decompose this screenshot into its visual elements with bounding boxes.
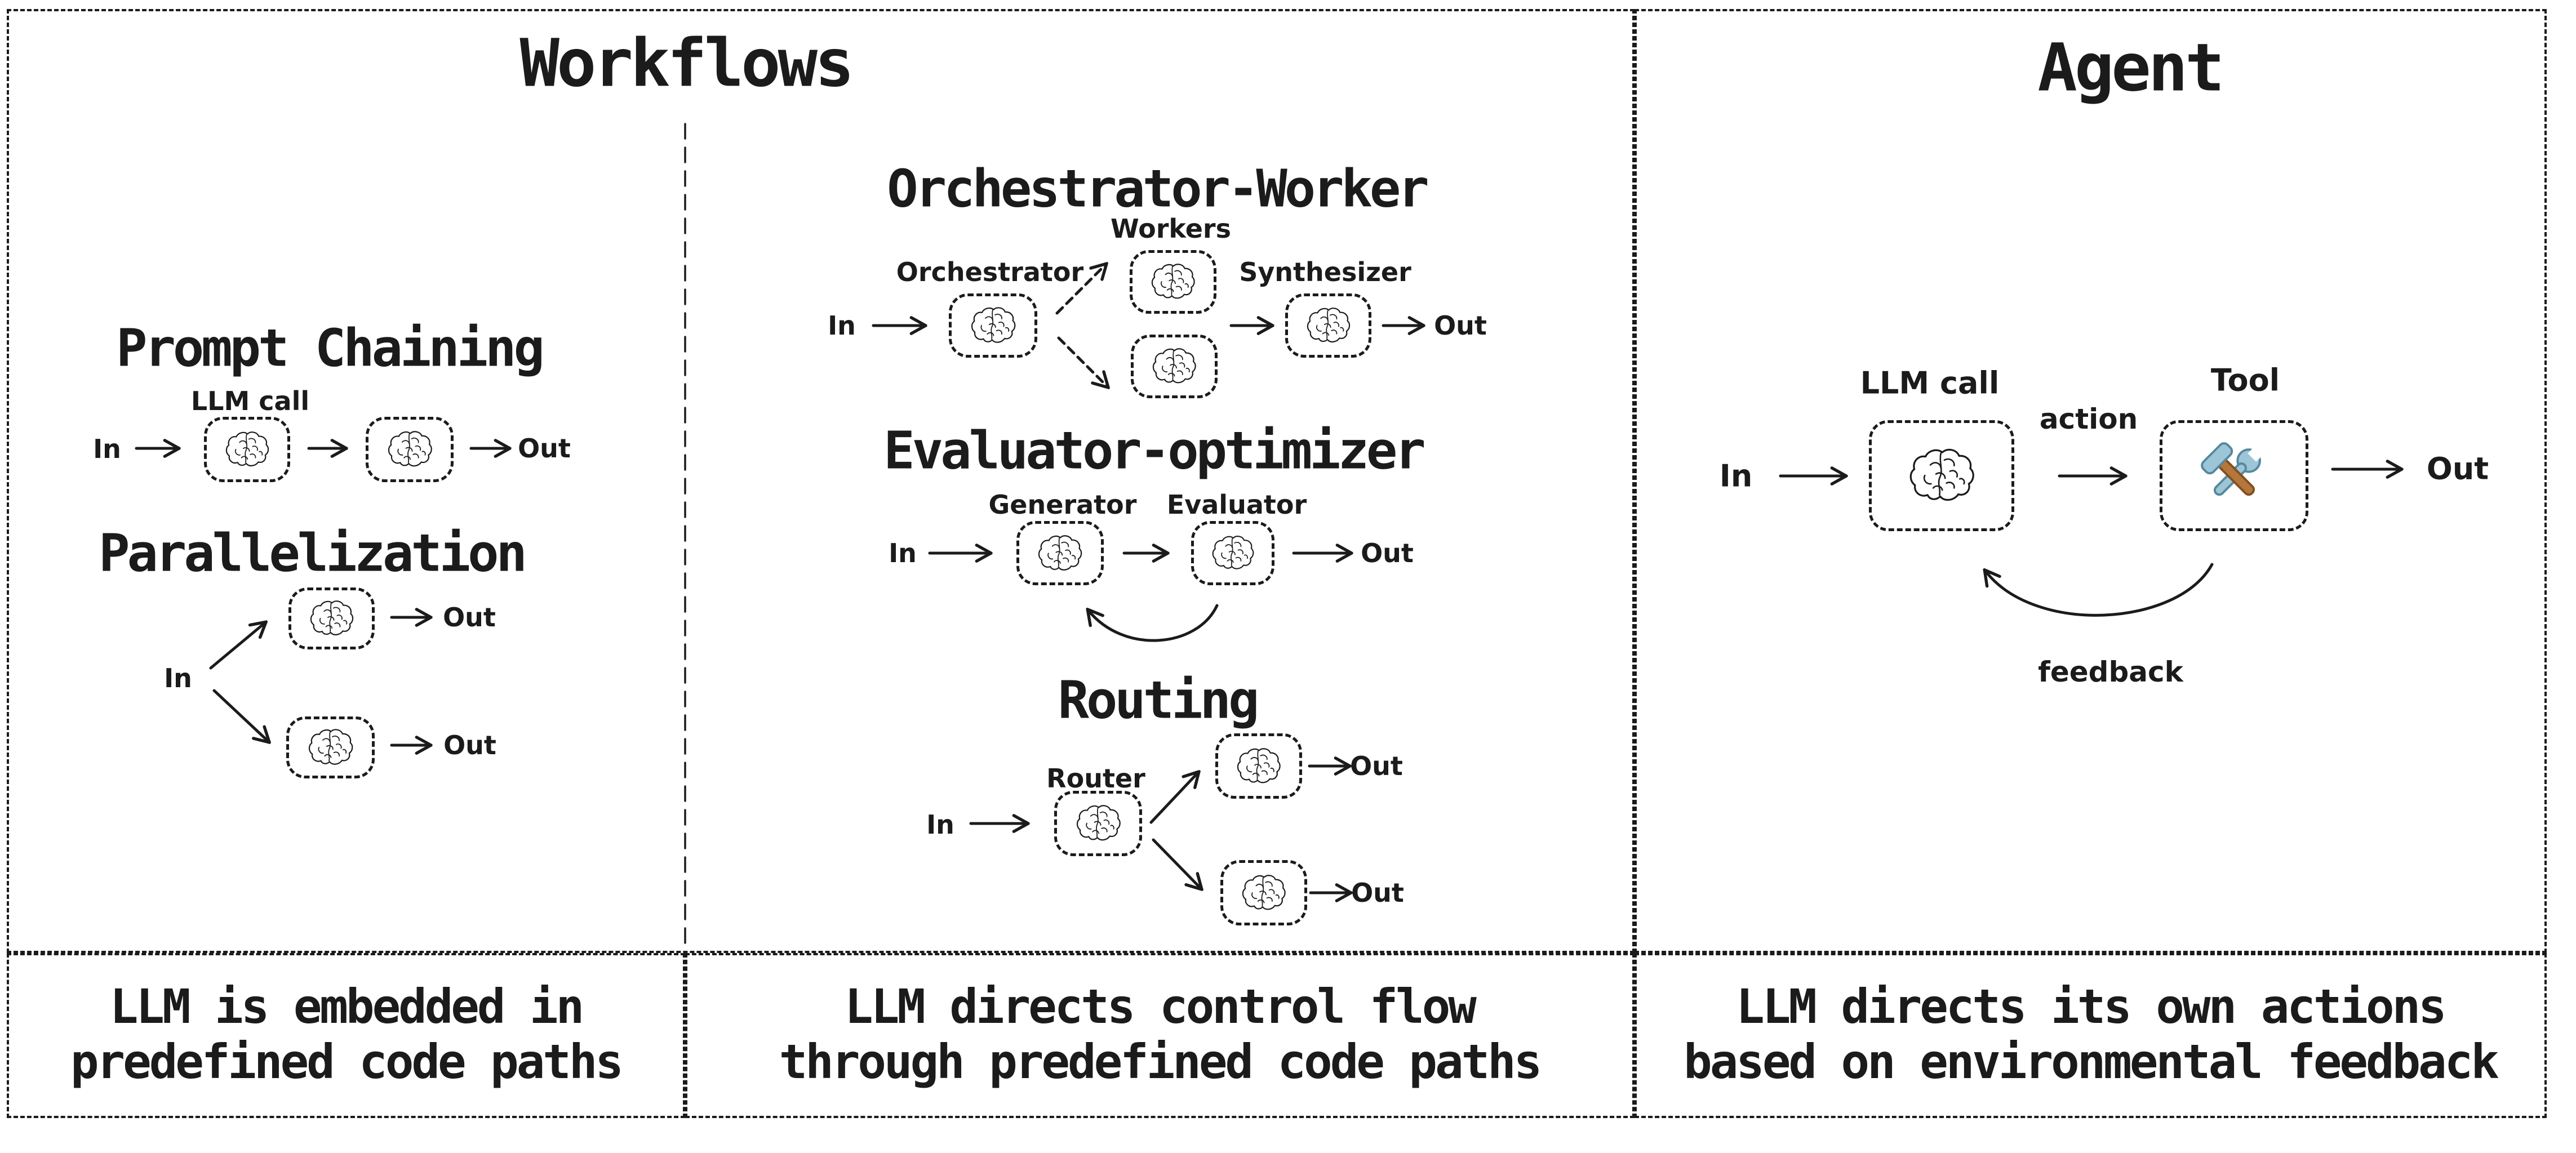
ow-out-label: Out xyxy=(1434,310,1487,341)
ow-orchestrator-label: Orchestrator xyxy=(896,257,1084,287)
par-llm-box-2 xyxy=(286,716,375,778)
caption-middle-border xyxy=(685,953,1635,1118)
par-out-label-2: Out xyxy=(443,730,496,760)
agent-in-label: In xyxy=(1719,458,1753,494)
routing-router-label: Router xyxy=(1046,763,1145,794)
caption-left-line2: predefined code paths xyxy=(70,1034,624,1089)
pc-llm-box-2 xyxy=(366,417,454,482)
agent-llm-box xyxy=(1869,420,2014,531)
brain-icon xyxy=(1149,262,1197,301)
eo-in-label: In xyxy=(889,538,917,568)
ow-synthesizer-box xyxy=(1285,293,1371,358)
pc-out-label: Out xyxy=(518,433,571,464)
agent-title: Agent xyxy=(2037,29,2224,106)
evaluator-optimizer-heading: Evaluator-optimizer xyxy=(883,420,1425,481)
hammer-and-wrench-icon xyxy=(2197,438,2271,513)
eo-generator-box xyxy=(1016,521,1104,585)
eo-generator-label: Generator xyxy=(988,489,1137,520)
routing-in-label: In xyxy=(926,809,954,840)
brain-icon xyxy=(307,727,354,768)
brain-icon xyxy=(969,305,1017,346)
caption-workflows-middle: LLM directs control flow through predefi… xyxy=(779,979,1543,1089)
brain-icon xyxy=(224,430,270,469)
par-llm-box-1 xyxy=(288,587,375,649)
parallelization-heading: Parallelization xyxy=(99,523,527,584)
ow-worker-box-1 xyxy=(1130,250,1216,314)
caption-workflows-left: LLM is embedded in predefined code paths xyxy=(70,979,624,1089)
workflows-title: Workflows xyxy=(519,24,855,102)
caption-right-border xyxy=(1635,953,2547,1118)
ow-workers-label: Workers xyxy=(1110,213,1232,244)
routing-router-box xyxy=(1054,791,1142,856)
ow-worker-box-2 xyxy=(1131,335,1218,398)
workflows-panel-border xyxy=(7,9,1635,953)
agent-tool-box xyxy=(2160,420,2308,531)
orchestrator-worker-heading: Orchestrator-Worker xyxy=(887,158,1429,219)
routing-llm-box-1 xyxy=(1215,733,1302,799)
par-in-label: In xyxy=(164,663,192,693)
caption-middle-line1: LLM directs control flow xyxy=(845,979,1477,1034)
caption-left-border xyxy=(7,953,685,1118)
par-out-label-1: Out xyxy=(443,602,496,633)
pc-in-label: In xyxy=(93,434,121,464)
brain-icon xyxy=(1907,446,1977,505)
agent-feedback-label: feedback xyxy=(2038,656,2183,688)
brain-icon xyxy=(1305,306,1352,345)
eo-evaluator-box xyxy=(1191,521,1274,585)
routing-out-label-1: Out xyxy=(1350,751,1403,781)
brain-icon xyxy=(1036,533,1083,573)
caption-agent-line2: based on environmental feedback xyxy=(1684,1034,2499,1089)
brain-icon xyxy=(1210,534,1255,572)
agent-action-label: action xyxy=(2039,403,2138,435)
routing-llm-box-2 xyxy=(1220,860,1307,925)
brain-icon xyxy=(1240,873,1287,912)
agent-llm-call-label: LLM call xyxy=(1860,365,2000,401)
caption-agent: LLM directs its own actions based on env… xyxy=(1684,979,2499,1089)
ow-synthesizer-label: Synthesizer xyxy=(1239,257,1411,287)
caption-middle-line2: through predefined code paths xyxy=(779,1034,1543,1089)
brain-icon xyxy=(1235,746,1282,786)
caption-left-line1: LLM is embedded in xyxy=(109,979,584,1034)
caption-agent-line1: LLM directs its own actions xyxy=(1736,979,2446,1034)
routing-out-label-2: Out xyxy=(1351,878,1404,908)
eo-evaluator-label: Evaluator xyxy=(1166,489,1307,520)
ow-in-label: In xyxy=(828,310,856,341)
agent-out-label: Out xyxy=(2426,451,2489,487)
brain-icon xyxy=(308,599,355,638)
agent-tool-label: Tool xyxy=(2210,362,2280,398)
ow-orchestrator-box xyxy=(949,293,1037,358)
brain-icon xyxy=(1074,803,1122,843)
routing-heading: Routing xyxy=(1058,670,1260,731)
eo-out-label: Out xyxy=(1361,538,1414,568)
pc-llm-box-1 xyxy=(204,417,290,482)
brain-icon xyxy=(386,429,434,469)
prompt-chaining-heading: Prompt Chaining xyxy=(116,318,545,379)
agent-panel-border xyxy=(1635,9,2547,953)
pc-llm-call-label: LLM call xyxy=(190,386,310,416)
brain-icon xyxy=(1151,346,1198,386)
